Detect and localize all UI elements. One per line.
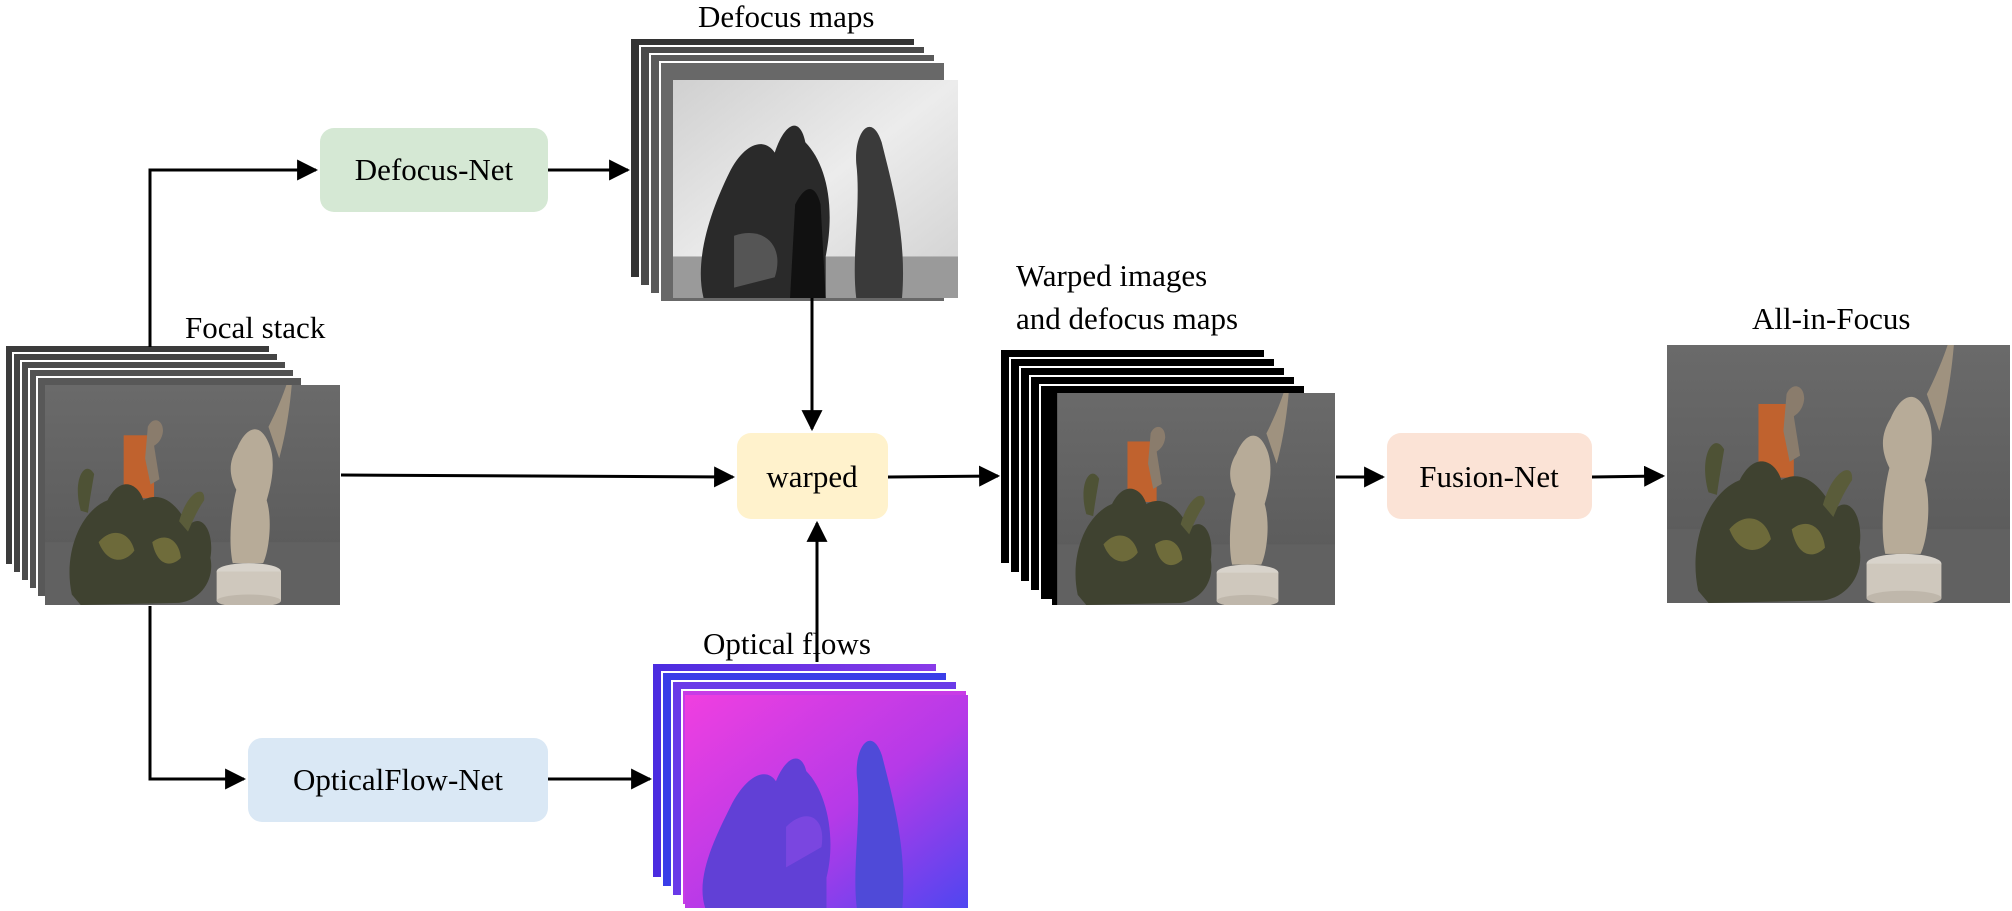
optical-flows-caption: Optical flows xyxy=(703,626,871,661)
focal-stack-photo xyxy=(45,385,340,605)
focal-stack-caption: Focal stack xyxy=(185,310,326,345)
fusion-net-box: Fusion-Net xyxy=(1387,433,1592,519)
defocus-map-image xyxy=(673,80,958,298)
defocus-net-label: Defocus-Net xyxy=(355,152,514,187)
all-in-focus-caption: All-in-Focus xyxy=(1752,301,1910,336)
all-in-focus-image xyxy=(1667,345,2010,603)
defocus-maps-stack xyxy=(629,37,958,303)
fusion-net-label: Fusion-Net xyxy=(1419,459,1559,494)
warped-caption-line1: Warped images xyxy=(1016,258,1207,293)
warped-box: warped xyxy=(737,433,888,519)
defocus-net-box: Defocus-Net xyxy=(320,128,548,212)
warped-caption-line2: and defocus maps xyxy=(1016,301,1238,336)
arrow-fusion-to-output xyxy=(1591,465,1666,487)
arrow-focal-to-warped xyxy=(340,466,736,488)
arrow-warped-to-images xyxy=(887,465,1001,487)
warped-label: warped xyxy=(766,459,858,494)
arrow-focal-to-flownet xyxy=(148,606,247,790)
arrow-focal-to-defocusnet xyxy=(148,159,319,347)
defocus-maps-caption: Defocus maps xyxy=(698,0,874,34)
warped-images-stack xyxy=(999,348,1335,607)
warped-image xyxy=(1052,393,1335,607)
optical-flow-image xyxy=(685,695,968,908)
optical-flows-stack xyxy=(651,662,968,908)
opticalflow-net-label: OpticalFlow-Net xyxy=(293,762,503,797)
opticalflow-net-box: OpticalFlow-Net xyxy=(248,738,548,822)
focal-stack xyxy=(4,344,340,605)
arrows xyxy=(148,159,1666,790)
